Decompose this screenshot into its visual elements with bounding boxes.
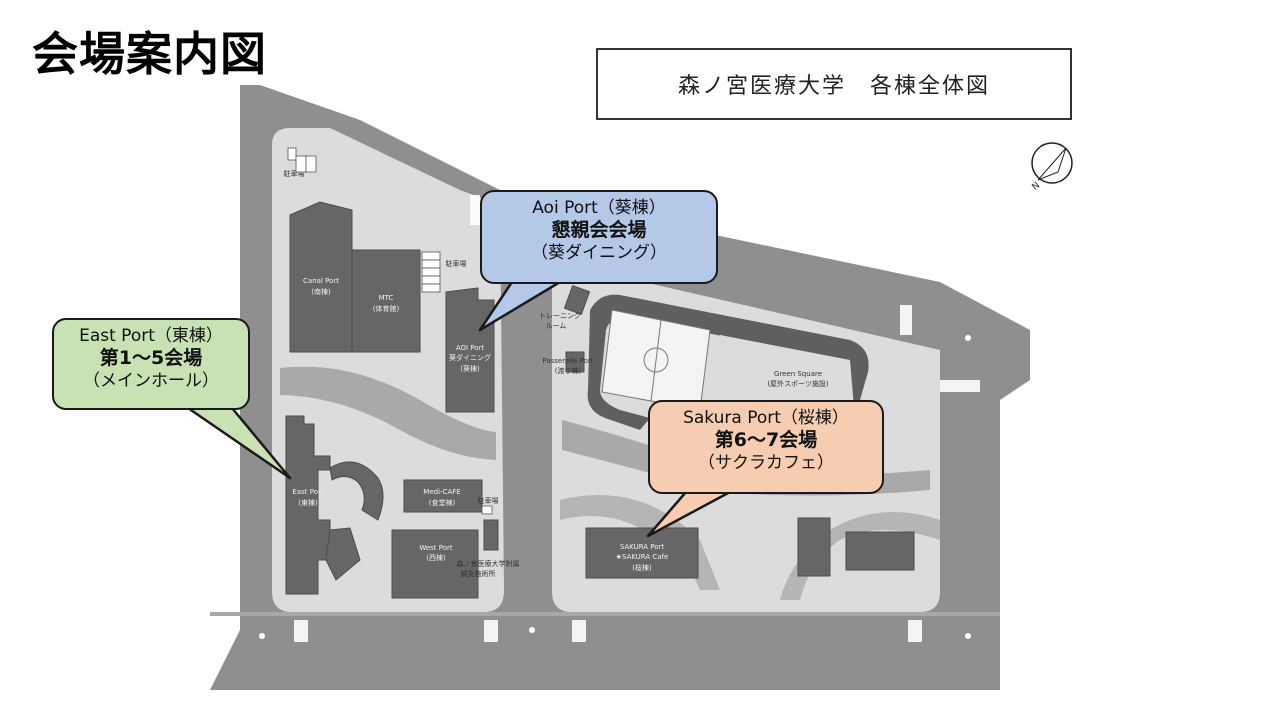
- parking-slots: [287, 147, 493, 515]
- page-title: 会場案内図: [32, 27, 267, 81]
- passerelle-label: Passerelle Port: [542, 357, 593, 365]
- aoi-port-label: AOI Port: [456, 344, 485, 352]
- svg-text:ルーム: ルーム: [546, 322, 567, 330]
- building-labels: Canal Port (南棟) MTC (体育館) AOI Port 葵ダイニン…: [284, 169, 829, 578]
- svg-text:(南棟): (南棟): [311, 287, 331, 296]
- svg-text:(屋外スポーツ施設): (屋外スポーツ施設): [767, 379, 829, 388]
- svg-text:(食堂棟): (食堂棟): [429, 498, 456, 507]
- east-callout-venue: 第1～5会場: [99, 347, 203, 370]
- east-port-building: [285, 415, 331, 595]
- buildings: [285, 201, 915, 599]
- aoi-port-callout: Aoi Port（葵棟） 懇親会会場 （葵ダイニング）: [480, 190, 718, 284]
- parking-label-2: 駐車場: [446, 259, 467, 268]
- aoi-callout-building: Aoi Port（葵棟）: [532, 198, 666, 218]
- sakura-port-label: SAKURA Port: [620, 543, 665, 551]
- aoi-callout-venue: 懇親会会場: [551, 219, 647, 242]
- svg-text:N: N: [1031, 181, 1043, 193]
- sakura-port-building: [585, 527, 699, 579]
- aoi-callout-room: （葵ダイニング）: [531, 243, 667, 263]
- aoi-port-building: [445, 287, 495, 413]
- medi-cafe-building: [403, 479, 483, 513]
- svg-text:(葵棟): (葵棟): [460, 364, 480, 373]
- east-port-annex: [329, 461, 384, 521]
- east-callout-room: （メインホール）: [83, 371, 219, 391]
- canal-port-label: Canal Port: [303, 277, 339, 285]
- medi-cafe-label: Medi-CAFE: [423, 488, 460, 496]
- svg-text:(西棟): (西棟): [426, 553, 446, 562]
- svg-text:★SAKURA Cafe: ★SAKURA Cafe: [616, 553, 669, 561]
- compass-icon: N: [1031, 142, 1073, 193]
- green-square-label: Green Square: [774, 370, 822, 378]
- sakura-port-callout: Sakura Port（桜棟） 第6～7会場 （サクラカフェ）: [648, 400, 884, 494]
- west-port-building: [391, 529, 479, 599]
- svg-text:葵ダイニング: 葵ダイニング: [449, 353, 491, 362]
- east-callout-building: East Port（東棟）: [79, 326, 223, 346]
- garden-path-west: [280, 366, 496, 460]
- sakura-callout-room: （サクラカフェ）: [698, 453, 834, 473]
- clinic-label: 森ノ宮医療大学附属: [457, 559, 520, 568]
- crosswalks: [294, 195, 980, 642]
- training-room-label: トレーニング: [539, 311, 581, 320]
- east-port-callout: East Port（東棟） 第1～5会場 （メインホール）: [52, 318, 250, 410]
- green-square-track: [587, 294, 869, 430]
- parking-label-3: 駐車場: [478, 496, 499, 505]
- svg-text:(渡り棟): (渡り棟): [555, 366, 582, 375]
- campus-title-box: 森ノ宮医療大学 各棟全体図: [596, 48, 1072, 120]
- svg-text:鍼灸施術所: 鍼灸施術所: [461, 569, 496, 578]
- west-port-label: West Port: [419, 544, 453, 552]
- sakura-callout-building: Sakura Port（桜棟）: [683, 408, 849, 428]
- svg-text:(桜棟): (桜棟): [632, 563, 652, 572]
- road-markings: [259, 335, 971, 639]
- mtc-label: MTC: [379, 294, 394, 302]
- sakura-callout-venue: 第6～7会場: [714, 429, 818, 452]
- parking-label: 駐車場: [284, 169, 305, 178]
- east-port-label: East Port: [292, 488, 323, 496]
- mtc-building: [351, 249, 421, 353]
- svg-text:(東棟): (東棟): [298, 498, 318, 507]
- svg-text:(体育館): (体育館): [373, 304, 400, 313]
